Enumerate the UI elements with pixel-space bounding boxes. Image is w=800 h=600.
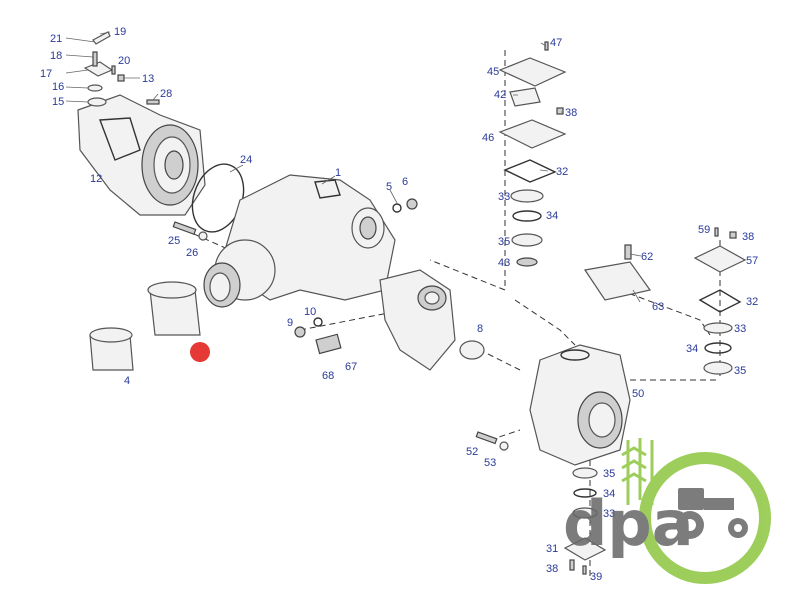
callout-26: 26 <box>186 247 198 259</box>
callout-13: 13 <box>142 73 154 85</box>
callout-33-right: 33 <box>734 323 746 335</box>
kingpin-parts <box>83 31 160 107</box>
pivot-bracket <box>379 269 456 371</box>
callout-12: 12 <box>90 173 102 185</box>
hub-housing <box>77 94 206 216</box>
bolt-52-53 <box>475 431 509 451</box>
callout-45: 45 <box>487 66 499 78</box>
callout-35-lower: 35 <box>603 468 615 480</box>
callout-57: 57 <box>746 255 758 267</box>
callout-4: 4 <box>124 375 130 387</box>
callout-46: 46 <box>482 132 494 144</box>
callout-16: 16 <box>52 81 64 93</box>
callout-34-right: 34 <box>686 343 698 355</box>
callout-35: 35 <box>498 236 510 248</box>
callout-63: 63 <box>652 301 664 313</box>
logo-text: dpa <box>563 487 694 560</box>
plug-5-6 <box>392 198 418 213</box>
callout-38-lower: 38 <box>546 563 558 575</box>
callout-24: 24 <box>240 154 252 166</box>
callout-33-lower: 33 <box>603 508 615 520</box>
logo-ring <box>639 452 771 584</box>
callout-32: 32 <box>556 166 568 178</box>
callouts: 21 19 18 20 17 13 16 15 28 12 24 1 5 6 2… <box>40 26 758 583</box>
callout-28: 28 <box>160 88 172 100</box>
callout-8: 8 <box>477 323 483 335</box>
callout-21: 21 <box>50 33 62 45</box>
callout-59: 59 <box>698 224 710 236</box>
lower-stack <box>563 467 607 575</box>
callout-19: 19 <box>114 26 126 38</box>
callout-20: 20 <box>118 55 130 67</box>
callout-31: 31 <box>546 543 558 555</box>
sleeves-4 <box>89 281 201 371</box>
callout-32-right: 32 <box>746 296 758 308</box>
callout-68: 68 <box>322 370 334 382</box>
callout-34: 34 <box>546 210 558 222</box>
bushing-8 <box>459 340 485 360</box>
callout-15: 15 <box>52 96 64 108</box>
callout-10: 10 <box>304 306 316 318</box>
swivel-housing <box>529 344 631 466</box>
axle-housing <box>203 174 396 308</box>
callout-35-right: 35 <box>734 365 746 377</box>
callout-47: 47 <box>550 37 562 49</box>
callout-33: 33 <box>498 191 510 203</box>
red-marker <box>190 342 210 362</box>
callout-43: 43 <box>498 257 510 269</box>
leader-lines <box>65 31 642 303</box>
callout-39: 39 <box>590 571 602 583</box>
callout-53: 53 <box>484 457 496 469</box>
callout-9: 9 <box>287 317 293 329</box>
bolt-25-26 <box>172 221 208 241</box>
callout-62: 62 <box>641 251 653 263</box>
callout-34-lower: 34 <box>603 488 615 500</box>
callout-52: 52 <box>466 446 478 458</box>
callout-38-right: 38 <box>742 231 754 243</box>
callout-50: 50 <box>632 388 644 400</box>
callout-42: 42 <box>494 89 506 101</box>
wheat-icon <box>621 438 654 505</box>
callout-25: 25 <box>168 235 180 247</box>
callout-18: 18 <box>50 50 62 62</box>
callout-5: 5 <box>386 181 392 193</box>
tractor-icon <box>676 488 748 539</box>
dpa-logo: dpa <box>563 438 771 584</box>
callout-1: 1 <box>335 167 341 179</box>
breather-parts <box>294 317 342 355</box>
side-cover-stack <box>693 227 747 375</box>
upper-cover-stack <box>498 41 567 267</box>
callout-17: 17 <box>40 68 52 80</box>
callout-38: 38 <box>565 107 577 119</box>
callout-6: 6 <box>402 176 408 188</box>
callout-67: 67 <box>345 361 357 373</box>
